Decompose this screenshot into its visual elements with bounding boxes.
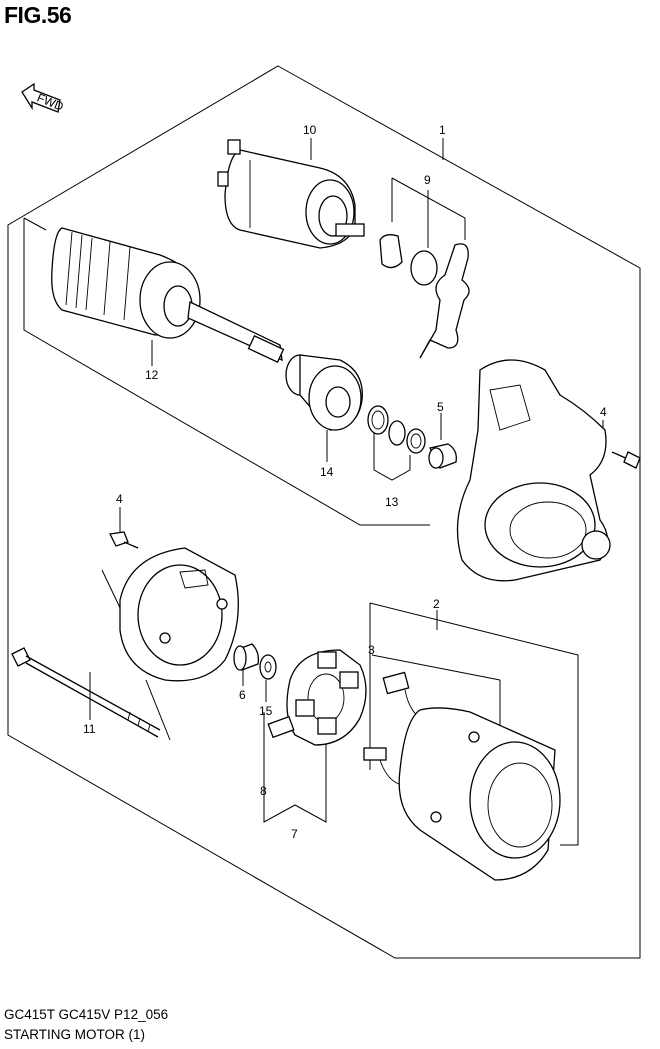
callout-11: 11 (83, 722, 96, 736)
fwd-arrow-icon: FWD (21, 82, 66, 114)
callout-9: 9 (424, 173, 431, 187)
callout-1: 1 (439, 123, 446, 137)
through-bolt (11, 647, 161, 738)
callout-8: 8 (260, 784, 267, 798)
yoke-field-frame (398, 707, 561, 881)
solenoid-switch (217, 139, 365, 249)
figure-caption: STARTING MOTOR (1) (4, 1027, 146, 1042)
callout-10: 10 (303, 123, 317, 137)
callout-3: 3 (368, 643, 375, 657)
snap-rings (367, 405, 426, 454)
terminal-leads (363, 671, 426, 787)
callout-6: 6 (239, 688, 246, 702)
pinion-clutch (285, 354, 363, 431)
callout-4-upper: 4 (600, 405, 607, 419)
armature-group-outline (23, 218, 430, 526)
bolt-upper (611, 451, 641, 469)
callout-12: 12 (145, 368, 159, 382)
washer (259, 654, 277, 680)
callout-labels: 1 2 3 4 4 5 6 7 8 9 10 11 12 13 14 15 (83, 123, 607, 841)
bushing-front (428, 443, 457, 469)
model-line: GC415T GC415V P12_056 (4, 1007, 169, 1022)
callout-15: 15 (259, 704, 273, 718)
bolt-lower (109, 531, 139, 549)
callout-2: 2 (433, 597, 440, 611)
yoke-group-outline (369, 602, 579, 846)
brush (267, 715, 295, 739)
callout-7: 7 (291, 827, 298, 841)
callout-14: 14 (320, 465, 334, 479)
lever-set (379, 234, 470, 359)
armature (51, 227, 285, 363)
figure-title: FIG.56 (4, 2, 72, 28)
brush-holder (286, 649, 367, 746)
callout-4-lower: 4 (116, 492, 123, 506)
front-housing (456, 359, 611, 582)
bushing-rear (233, 643, 260, 671)
callout-5: 5 (437, 400, 444, 414)
assembly-outline (7, 65, 641, 959)
rear-cover (119, 547, 239, 682)
fwd-label: FWD (35, 91, 66, 114)
callout-13: 13 (385, 495, 399, 509)
